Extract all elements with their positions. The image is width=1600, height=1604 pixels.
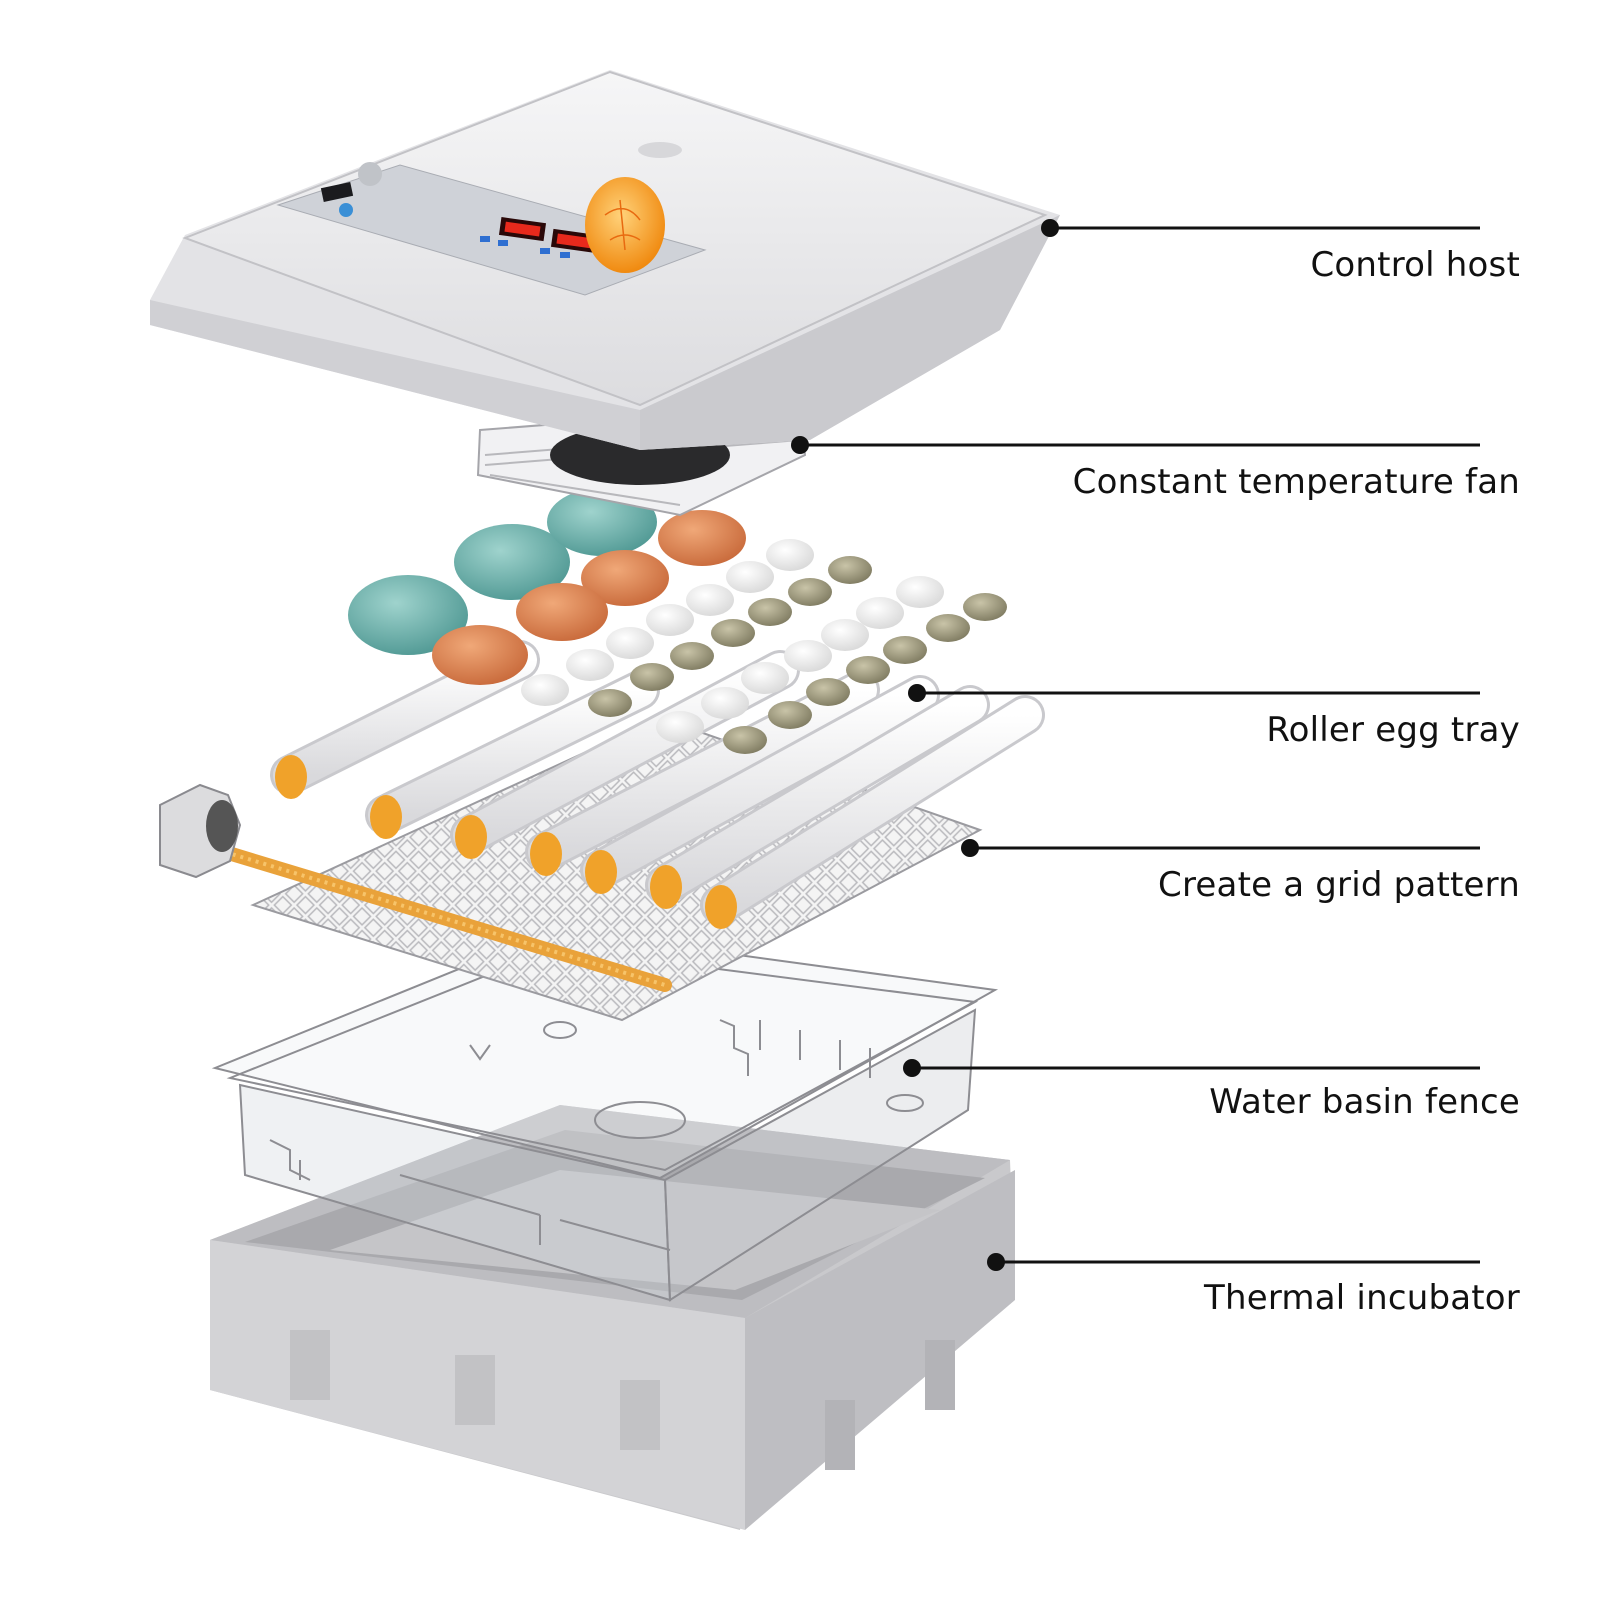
candling-light-icon — [585, 177, 665, 273]
label-roller-egg-tray: Roller egg tray — [1266, 710, 1520, 750]
control-host — [150, 70, 1060, 450]
roller — [580, 675, 940, 894]
turning-motor — [159, 783, 242, 879]
eggs — [348, 488, 1007, 754]
label-thermal-incubator: Thermal incubator — [1204, 1278, 1520, 1318]
label-water-basin-fence: Water basin fence — [1209, 1082, 1520, 1122]
thermal-incubator — [210, 1105, 1015, 1530]
label-constant-temperature-fan: Constant temperature fan — [1072, 462, 1520, 502]
water-basin-fence — [211, 928, 999, 1302]
roller — [700, 695, 1045, 929]
roller — [645, 685, 990, 909]
turning-rod — [218, 845, 672, 992]
label-grid-pattern: Create a grid pattern — [1158, 865, 1520, 905]
label-control-host: Control host — [1310, 245, 1520, 285]
